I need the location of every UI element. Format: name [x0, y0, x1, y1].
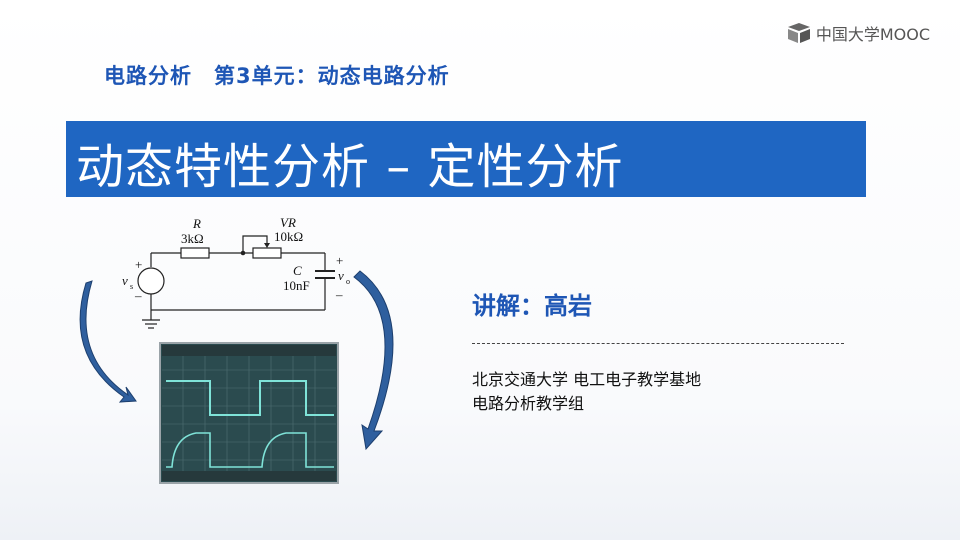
source-minus-sign: –	[134, 288, 142, 303]
c-value-label: 10nF	[283, 278, 310, 293]
course-heading: 电路分析第3单元：动态电路分析	[104, 60, 450, 90]
vr-value-label: 10kΩ	[274, 229, 303, 244]
rc-response-trace	[166, 432, 334, 468]
source-plus-sign: +	[135, 257, 142, 272]
output-minus-sign: –	[335, 287, 343, 302]
source-label: v	[122, 273, 128, 288]
circuit-and-scope-figure: R 3kΩ VR 10kΩ C 10nF + – v s + – v o	[79, 215, 394, 484]
resistor-r	[180, 247, 210, 259]
slide-title: 动态特性分析 – 定性分析	[76, 139, 624, 195]
output-subscript: o	[346, 277, 350, 286]
output-plus-sign: +	[336, 253, 343, 268]
oscilloscope-screen	[159, 342, 339, 484]
junction-dot	[240, 250, 246, 256]
source-subscript: s	[130, 282, 133, 291]
course-name: 电路分析	[104, 64, 192, 88]
mooc-brand-text: 中国大学MOOC	[815, 25, 930, 44]
wiper-arrow	[264, 243, 270, 248]
square-wave-trace	[166, 380, 334, 416]
affiliation-line-2: 电路分析教学组	[472, 394, 585, 413]
resistor-vr	[252, 247, 282, 259]
output-label: v	[338, 268, 344, 283]
potentiometer-wiper	[242, 235, 268, 253]
r-value-label: 3kΩ	[181, 231, 204, 246]
vr-name-label: VR	[280, 215, 296, 230]
unit-name: 第3单元：动态电路分析	[214, 64, 450, 88]
lecturer-label: 讲解：高岩	[472, 292, 592, 320]
c-name-label: C	[293, 263, 302, 278]
section-divider	[472, 343, 844, 344]
title-banner: 动态特性分析 – 定性分析	[66, 121, 866, 197]
circuit-diagram	[137, 235, 335, 329]
affiliation-line-1: 北京交通大学 电工电子教学基地	[472, 370, 702, 389]
mooc-logo-icon	[787, 23, 810, 43]
left-curved-arrow	[79, 280, 137, 403]
r-name-label: R	[192, 216, 201, 231]
mooc-watermark: 中国大学MOOC	[786, 22, 930, 44]
right-curved-arrow	[353, 270, 394, 451]
